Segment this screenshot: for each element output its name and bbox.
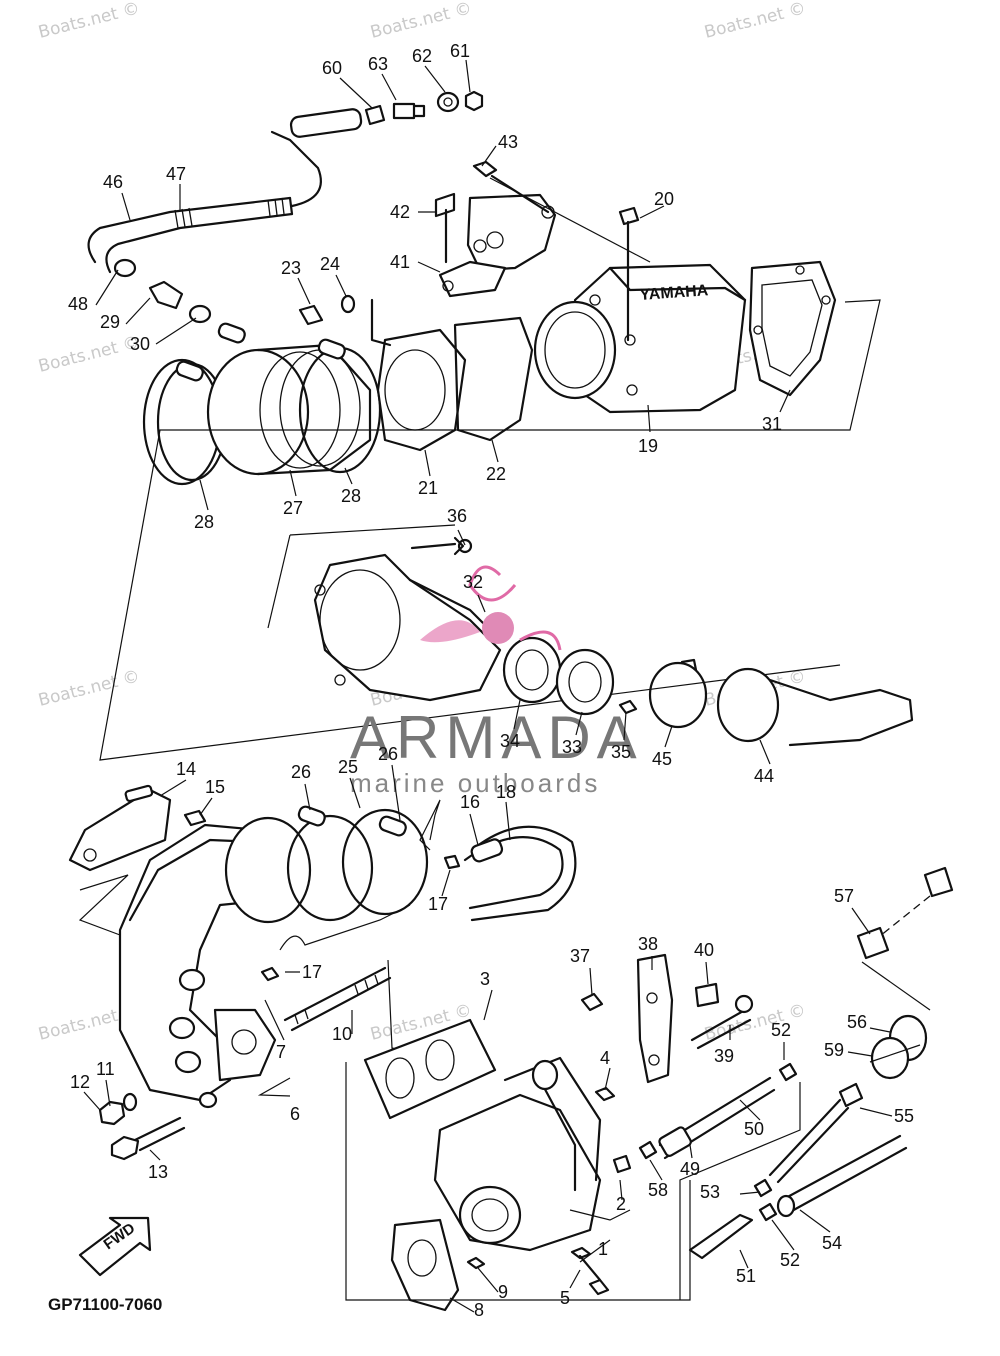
exhaust-elbow-32	[267, 524, 502, 702]
callout: 21	[418, 478, 438, 498]
callouts: 60 63 62 61 43 46 47 42 20 41 23 24 48 2…	[68, 41, 914, 1320]
callout: 54	[822, 1233, 842, 1253]
callout: 35	[611, 742, 631, 762]
callout: 39	[714, 1046, 734, 1066]
callout: 17	[428, 894, 448, 914]
callout: 20	[654, 189, 674, 209]
callout: 41	[390, 252, 410, 272]
cooling-tubes	[638, 1062, 908, 1300]
water-lock-assembly	[68, 784, 577, 1109]
bolts-11-12-13	[98, 1092, 186, 1161]
callout: 48	[68, 294, 88, 314]
callout: 36	[447, 506, 467, 526]
callout: 19	[638, 436, 658, 456]
callout: 52	[771, 1020, 791, 1040]
callout: 38	[638, 934, 658, 954]
callout: 42	[390, 202, 410, 222]
callout: 23	[281, 258, 301, 278]
callout: 57	[834, 886, 854, 906]
callout-leaders	[83, 59, 893, 1313]
callout: 16	[460, 792, 480, 812]
armada-brand-watermark: ARMADA marine outboards	[350, 565, 643, 798]
callout: 37	[570, 946, 590, 966]
callout: 28	[341, 486, 361, 506]
callout: 43	[498, 132, 518, 152]
callout: 29	[100, 312, 120, 332]
callout: 10	[332, 1024, 352, 1044]
brand-subtitle: marine outboards	[350, 768, 600, 798]
callout: 40	[694, 940, 714, 960]
callout: 31	[762, 414, 782, 434]
exhaust-manifold	[257, 1018, 691, 1312]
callout: 55	[894, 1106, 914, 1126]
fwd-arrow: FWD	[78, 1216, 152, 1277]
callout: 27	[283, 498, 303, 518]
callout: 58	[648, 1180, 668, 1200]
callout: 24	[320, 254, 340, 274]
callout: 32	[463, 572, 483, 592]
callout: 11	[96, 1059, 115, 1079]
callout: 26	[291, 762, 311, 782]
callout: 46	[103, 172, 123, 192]
callout: 15	[205, 777, 225, 797]
callout: 2	[616, 1194, 626, 1214]
callout: 12	[70, 1072, 90, 1092]
callout: 14	[176, 759, 196, 779]
callout: 22	[486, 464, 506, 484]
callout: 18	[496, 782, 516, 802]
exhaust-joint-upper	[142, 294, 534, 486]
muffler-body: YAMAHA	[533, 206, 747, 414]
callout: 17	[302, 962, 322, 982]
watermark: Boats.net ©	[36, 666, 141, 710]
brand-name: ARMADA	[350, 704, 643, 771]
callout: 34	[500, 731, 520, 751]
hose-assembly-top	[87, 90, 484, 324]
callout: 13	[148, 1162, 168, 1182]
callout: 60	[322, 58, 342, 78]
callout: 49	[680, 1159, 700, 1179]
callout: 61	[450, 41, 470, 61]
callout: 62	[412, 46, 432, 66]
callout: 45	[652, 749, 672, 769]
hose-44-clamp-45	[648, 658, 914, 747]
callout: 59	[824, 1040, 844, 1060]
callout: 26	[378, 744, 398, 764]
watermark: Boats.net ©	[368, 0, 473, 43]
callout: 63	[368, 54, 388, 74]
watermark: Boats.net ©	[36, 332, 141, 376]
callout: 33	[562, 737, 582, 757]
callout: 50	[744, 1119, 764, 1139]
callout: 30	[130, 334, 150, 354]
yamaha-logo-text: YAMAHA	[639, 282, 709, 304]
callout: 9	[498, 1282, 508, 1302]
watermark: Boats.net ©	[702, 0, 807, 43]
callout: 56	[847, 1012, 867, 1032]
callout: 6	[290, 1104, 300, 1124]
callout: 3	[480, 969, 490, 989]
bracket-38-assembly	[580, 953, 754, 1084]
callout: 1	[598, 1239, 608, 1259]
callout: 7	[276, 1042, 286, 1062]
callout: 44	[754, 766, 774, 786]
gasket-31	[748, 260, 837, 397]
callout: 5	[560, 1288, 570, 1308]
callout: 28	[194, 512, 214, 532]
fittings-56-57-59	[856, 866, 954, 1080]
bracket-assembly	[434, 160, 651, 298]
assembly-outline-upper	[99, 299, 881, 761]
diagram-code: GP71100-7060	[48, 1295, 162, 1314]
callout: 8	[474, 1300, 484, 1320]
callout: 25	[338, 757, 358, 777]
gaskets-33-34	[502, 636, 638, 716]
callout: 52	[780, 1250, 800, 1270]
callout: 51	[736, 1266, 756, 1286]
callout: 53	[700, 1182, 720, 1202]
callout: 47	[166, 164, 186, 184]
callout: 4	[600, 1048, 610, 1068]
watermark: Boats.net ©	[36, 0, 141, 43]
